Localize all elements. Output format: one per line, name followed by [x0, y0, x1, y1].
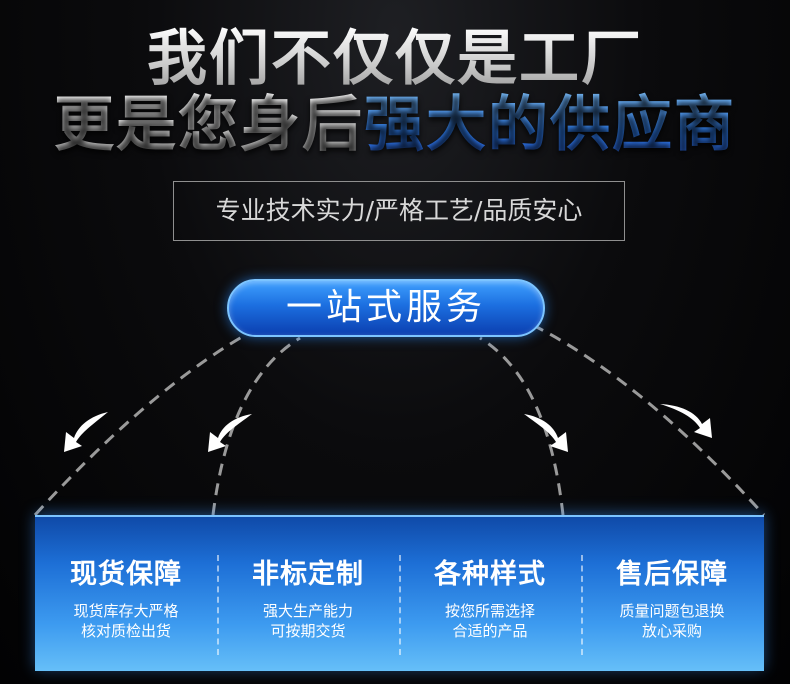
service-desc-2: 放心采购: [641, 622, 702, 640]
services-panel: 现货保障 现货库存大严格 核对质检出货 非标定制 强大生产能力 可按期交货 各种…: [35, 515, 764, 671]
service-desc-1: 强大生产能力: [262, 602, 353, 620]
service-desc-2: 核对质检出货: [80, 622, 171, 640]
service-custom: 非标定制 强大生产能力 可按期交货: [217, 557, 399, 641]
one-stop-service-pill: 一站式服务: [227, 279, 545, 337]
service-desc-2: 可按期交货: [270, 622, 346, 640]
arrow-icon-left-inner: [208, 414, 252, 452]
column-divider: [399, 555, 401, 655]
arrow-icon-right-outer: [660, 404, 712, 438]
service-title: 非标定制: [252, 559, 364, 590]
headline-line-2: 更是您身后强大的供应商: [0, 92, 790, 158]
service-desc-1: 现货库存大严格: [73, 602, 179, 620]
column-divider: [217, 555, 219, 655]
service-after-sales: 售后保障 质量问题包退换 放心采购: [581, 557, 763, 641]
arc-outer: [33, 286, 766, 517]
arrow-icon-left-outer: [64, 412, 108, 452]
service-title: 现货保障: [70, 559, 182, 590]
service-title: 各种样式: [434, 559, 546, 590]
arc-inner-left: [211, 336, 301, 516]
headline-line-2-blue: 强大的供应商: [364, 90, 736, 160]
headline-line-1: 我们不仅仅是工厂: [0, 26, 790, 92]
service-title: 售后保障: [616, 559, 728, 590]
service-styles: 各种样式 按您所需选择 合适的产品: [399, 557, 581, 641]
arc-inner-right: [479, 336, 565, 516]
tagline-box: 专业技术实力/严格工艺/品质安心: [173, 181, 625, 241]
headline-line-2-white: 更是您身后: [54, 90, 364, 160]
column-divider: [581, 555, 583, 655]
service-desc-1: 按您所需选择: [444, 602, 535, 620]
service-stock-guarantee: 现货保障 现货库存大严格 核对质检出货: [35, 557, 217, 641]
arrow-icon-right-inner: [524, 414, 568, 452]
service-desc-1: 质量问题包退换: [619, 602, 725, 620]
service-desc-2: 合适的产品: [452, 622, 528, 640]
